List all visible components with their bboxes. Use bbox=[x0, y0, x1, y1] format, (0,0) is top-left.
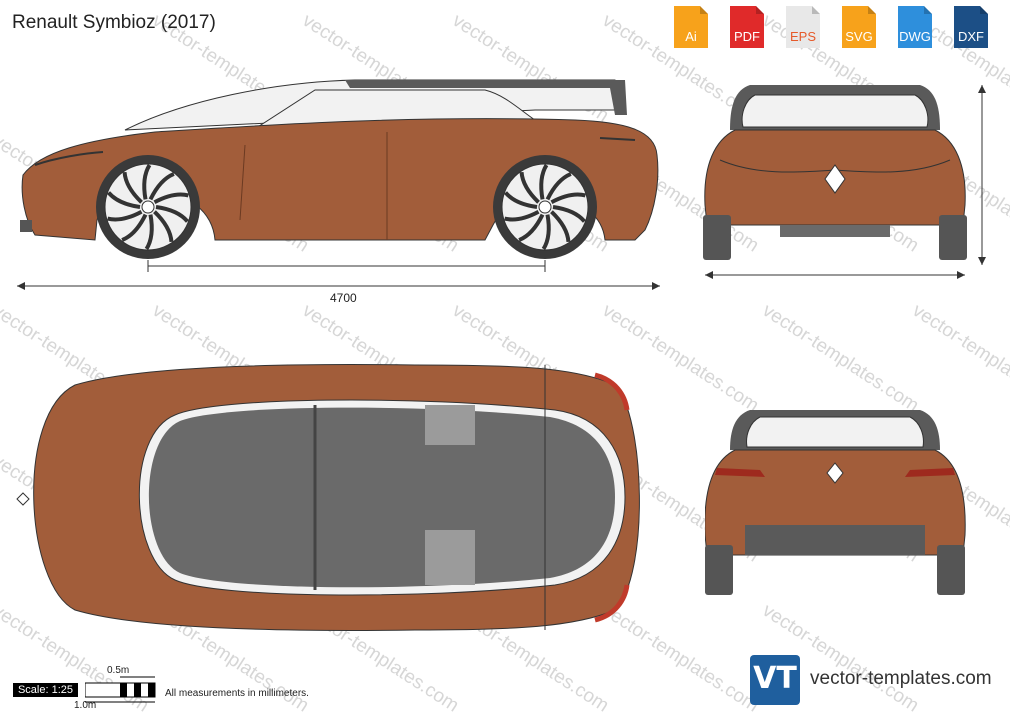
scale-meter: 1.0m bbox=[74, 700, 97, 711]
wheel-spoke bbox=[552, 205, 586, 223]
rear-logo bbox=[826, 462, 844, 484]
format-label: Ai bbox=[685, 29, 697, 44]
top-interior bbox=[148, 407, 615, 588]
format-label: PDF bbox=[734, 29, 760, 44]
wheel-spoke bbox=[541, 214, 551, 251]
format-badge-pdf[interactable]: PDF bbox=[728, 4, 766, 50]
wheel-spoke bbox=[550, 210, 571, 243]
scale-half-meter: 0.5m bbox=[107, 665, 130, 676]
wheel-spoke bbox=[519, 171, 540, 204]
wheel-spoke bbox=[148, 172, 175, 201]
rear-window bbox=[746, 416, 924, 448]
side-front-wheel bbox=[96, 155, 200, 259]
wheel-spoke bbox=[550, 192, 586, 205]
side-rear-wheel bbox=[493, 155, 597, 259]
page-title: Renault Symbioz (2017) bbox=[12, 12, 216, 33]
wheel-spoke bbox=[539, 163, 549, 200]
wheel-spoke bbox=[504, 209, 540, 222]
brand-site[interactable]: vector-templates.com bbox=[810, 668, 992, 689]
watermark: vector-templates.com bbox=[908, 300, 1010, 417]
format-badge-eps[interactable]: EPS bbox=[784, 4, 822, 50]
format-label: EPS bbox=[789, 29, 816, 44]
format-badge-ai[interactable]: Ai bbox=[672, 4, 710, 50]
rear-view bbox=[705, 410, 966, 595]
wheel-spoke bbox=[142, 163, 152, 200]
wheel-spoke bbox=[121, 213, 148, 242]
format-label: SVG bbox=[845, 29, 873, 44]
scale-label: Scale: 1:25 bbox=[13, 683, 78, 697]
wheel-spoke bbox=[518, 213, 545, 242]
format-label: DXF bbox=[958, 29, 984, 44]
format-badge-dxf[interactable]: DXF bbox=[952, 4, 990, 50]
wheel-spoke bbox=[153, 210, 174, 243]
format-label: DWG bbox=[899, 29, 931, 44]
wheel-spoke bbox=[153, 192, 189, 205]
side-view bbox=[17, 79, 660, 290]
length-label: 4700 bbox=[330, 291, 357, 305]
wheel-spoke bbox=[144, 214, 154, 251]
measurement-note: All measurements in millimeters. bbox=[165, 688, 309, 699]
wheel-spoke bbox=[107, 209, 143, 222]
top-logo bbox=[16, 492, 30, 506]
wheel-spoke bbox=[107, 191, 141, 209]
format-badge-svg[interactable]: SVG bbox=[840, 4, 878, 50]
wheel-spoke bbox=[155, 205, 189, 223]
watermark: vector-templates.com bbox=[758, 300, 923, 417]
wheel-spoke bbox=[504, 191, 538, 209]
front-view bbox=[703, 85, 986, 279]
front-windshield bbox=[741, 94, 929, 128]
brand-logo: VT bbox=[750, 655, 800, 705]
format-badge-dwg[interactable]: DWG bbox=[896, 4, 934, 50]
scale-bar bbox=[85, 676, 156, 703]
top-view bbox=[16, 364, 640, 631]
front-logo bbox=[824, 164, 846, 194]
side-roof-bar bbox=[345, 80, 627, 115]
wheel-spoke bbox=[122, 171, 143, 204]
wheel-spoke bbox=[545, 172, 572, 201]
